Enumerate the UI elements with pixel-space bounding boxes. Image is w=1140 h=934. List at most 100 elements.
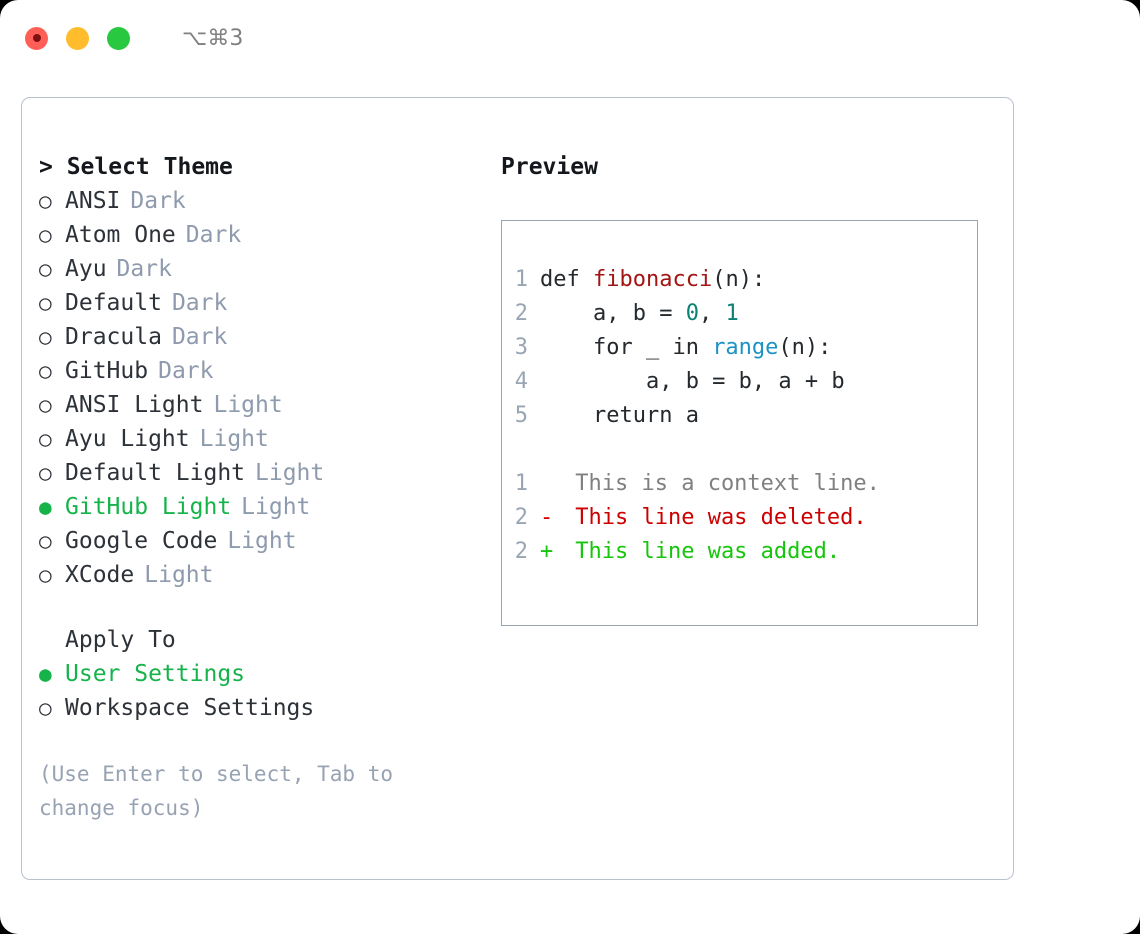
apply-to-option-label: Workspace Settings [65, 695, 315, 721]
diff-line-number: 2 [514, 539, 528, 564]
radio-selected-icon: ● [39, 662, 52, 686]
preview-title: Preview [501, 154, 598, 180]
theme-option-label: XCode [65, 562, 135, 588]
code-line: 4 a, b = b, a + b [502, 365, 977, 399]
code-line-content: return a [540, 399, 699, 433]
keyboard-shortcut-label: ⌥⌘3 [182, 25, 244, 51]
diff-line-content: This is a context line. [562, 471, 880, 496]
diff-sign-icon: + [540, 539, 554, 564]
code-line-number: 4 [514, 369, 528, 394]
theme-option-label: GitHub Light [65, 494, 232, 520]
diff-line-del: 2- This line was deleted. [502, 501, 977, 535]
theme-option-label: Atom One [65, 222, 176, 248]
theme-option-label: Dracula [65, 324, 162, 350]
code-token-plain: (n): [712, 267, 766, 292]
code-line: 5 return a [502, 399, 977, 433]
code-token-num: 0 [685, 301, 699, 326]
theme-option-label: ANSI [65, 188, 121, 214]
theme-variant-tag: Light [199, 426, 269, 452]
code-line-number: 2 [514, 301, 528, 326]
radio-selected-icon: ● [39, 495, 52, 519]
spacer [502, 433, 977, 467]
theme-option-default[interactable]: ○ Default Dark [39, 286, 499, 320]
apply-to-option-label: User Settings [65, 661, 246, 687]
theme-variant-tag: Light [255, 460, 325, 486]
code-token-plain: a, b = b, a + b [540, 369, 845, 394]
theme-variant-tag: Light [241, 494, 311, 520]
diff-line-number: 1 [514, 471, 528, 496]
help-hint-text: (Use Enter to select, Tab to change focu… [39, 762, 394, 820]
maximize-button[interactable] [107, 26, 130, 50]
diff-sign-icon: - [540, 505, 554, 530]
radio-unselected-icon: ○ [39, 427, 52, 451]
code-line: 3 for _ in range(n): [502, 331, 977, 365]
diff-line-content: This line was deleted. [562, 505, 867, 530]
code-token-num: 1 [725, 301, 739, 326]
code-line: 2 a, b = 0, 1 [502, 297, 977, 331]
close-icon [32, 34, 41, 42]
minimize-button[interactable] [66, 26, 89, 50]
traffic-lights [25, 26, 130, 50]
apply-to-list[interactable]: ● User Settings ○ Workspace Settings [39, 657, 499, 725]
radio-unselected-icon: ○ [39, 257, 52, 281]
spacer [39, 725, 499, 757]
theme-variant-tag: Dark [185, 222, 242, 248]
radio-unselected-icon: ○ [39, 325, 52, 349]
code-token-fn: fibonacci [592, 267, 713, 292]
code-token-plain: a, b = [540, 301, 686, 326]
theme-variant-tag: Dark [171, 290, 228, 316]
theme-option-label: Google Code [65, 528, 218, 554]
diff-sign-icon [540, 467, 562, 501]
code-line-content: def fibonacci(n): [540, 263, 765, 297]
code-line-number: 3 [514, 335, 528, 360]
theme-variant-tag: Dark [130, 188, 186, 214]
select-theme-header: > Select Theme [39, 154, 233, 180]
code-line-number: 5 [514, 403, 528, 428]
theme-variant-tag: Light [213, 392, 283, 418]
apply-to-header: Apply To [65, 627, 176, 653]
radio-unselected-icon: ○ [39, 359, 52, 383]
spacer [39, 592, 499, 623]
close-button[interactable] [25, 26, 48, 50]
theme-option-github-light[interactable]: ● GitHub Light Light [39, 490, 499, 524]
radio-unselected-icon: ○ [39, 461, 52, 485]
theme-variant-tag: Dark [171, 324, 228, 350]
theme-option-label: Ayu [65, 256, 107, 282]
radio-unselected-icon: ○ [39, 563, 52, 587]
theme-variant-tag: Dark [158, 358, 214, 384]
apply-to-option-workspace-settings[interactable]: ○ Workspace Settings [39, 691, 499, 725]
title-bar: ⌥⌘3 [0, 0, 1140, 76]
code-line-content: for _ in range(n): [540, 331, 831, 365]
radio-unselected-icon: ○ [39, 696, 52, 720]
theme-option-dracula[interactable]: ○ Dracula Dark [39, 320, 499, 354]
diff-sample: 1 This is a context line.2- This line wa… [502, 467, 977, 569]
diff-line-number: 2 [514, 505, 528, 530]
apply-to-option-user-settings[interactable]: ● User Settings [39, 657, 499, 691]
code-line-content: a, b = 0, 1 [540, 297, 739, 331]
theme-variant-tag: Light [144, 562, 214, 588]
diff-line-content: This line was added. [562, 539, 841, 564]
code-line-number: 1 [514, 267, 528, 292]
radio-unselected-icon: ○ [39, 291, 52, 315]
theme-option-label: Default [65, 290, 162, 316]
diff-line-add: 2 + This line was added. [502, 535, 977, 569]
diff-line-context: 1 This is a context line. [502, 467, 977, 501]
theme-option-xcode[interactable]: ○ XCode Light [39, 558, 499, 592]
theme-variant-tag: Light [227, 528, 297, 554]
code-token-plain: for _ in [540, 335, 713, 360]
